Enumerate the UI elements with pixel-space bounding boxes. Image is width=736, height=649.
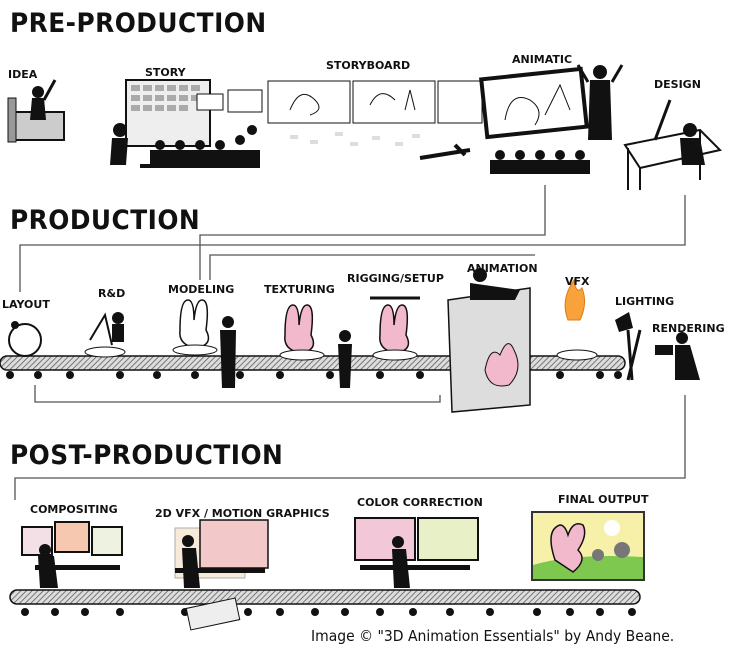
stage-label-rendering: RENDERING xyxy=(652,322,725,335)
design-illustration xyxy=(623,99,722,190)
stage-label-layout: LAYOUT xyxy=(2,298,50,311)
stage-label-storyboard: STORYBOARD xyxy=(326,59,411,72)
post-production-figures xyxy=(21,517,479,631)
stage-label-lighting: LIGHTING xyxy=(615,295,675,308)
stage-label-story: STORY xyxy=(145,66,186,79)
stage-label-modeling: MODELING xyxy=(168,283,235,296)
idea-illustration xyxy=(7,79,65,143)
lying-figure xyxy=(419,143,471,160)
story-illustration xyxy=(110,79,263,168)
production-figures xyxy=(8,268,700,413)
stage-label-design: DESIGN xyxy=(654,78,701,91)
stage-label-color-correction: COLOR CORRECTION xyxy=(357,496,483,509)
stage-label-idea: IDEA xyxy=(8,68,38,81)
scattered-papers xyxy=(290,132,420,146)
section-title-production: PRODUCTION xyxy=(10,205,201,236)
stage-label-animation: ANIMATION xyxy=(467,262,538,275)
storyboard-illustration xyxy=(267,80,483,124)
stage-label-texturing: TEXTURING xyxy=(264,283,335,296)
slate-card xyxy=(185,597,241,631)
animatic-illustration xyxy=(479,64,624,174)
post-production-conveyor-belt xyxy=(9,589,641,616)
stage-label-2d-vfx-motion-graphics: 2D VFX / MOTION GRAPHICS xyxy=(155,507,330,520)
image-credit: Image © "3D Animation Essentials" by And… xyxy=(311,627,675,645)
section-title-pre-production: PRE-PRODUCTION xyxy=(10,8,267,39)
stage-label-rigging-setup: RIGGING/SETUP xyxy=(347,272,444,285)
stage-label-rnd: R&D xyxy=(98,287,126,300)
stage-label-compositing: COMPOSITING xyxy=(30,503,118,516)
stage-label-final-output: FINAL OUTPUT xyxy=(558,493,649,506)
final-output-frame xyxy=(531,511,645,581)
stage-label-vfx: VFX xyxy=(565,275,590,288)
stage-label-animatic: ANIMATIC xyxy=(512,53,573,66)
flow-connectors xyxy=(14,185,686,500)
section-title-post-production: POST-PRODUCTION xyxy=(10,440,284,471)
